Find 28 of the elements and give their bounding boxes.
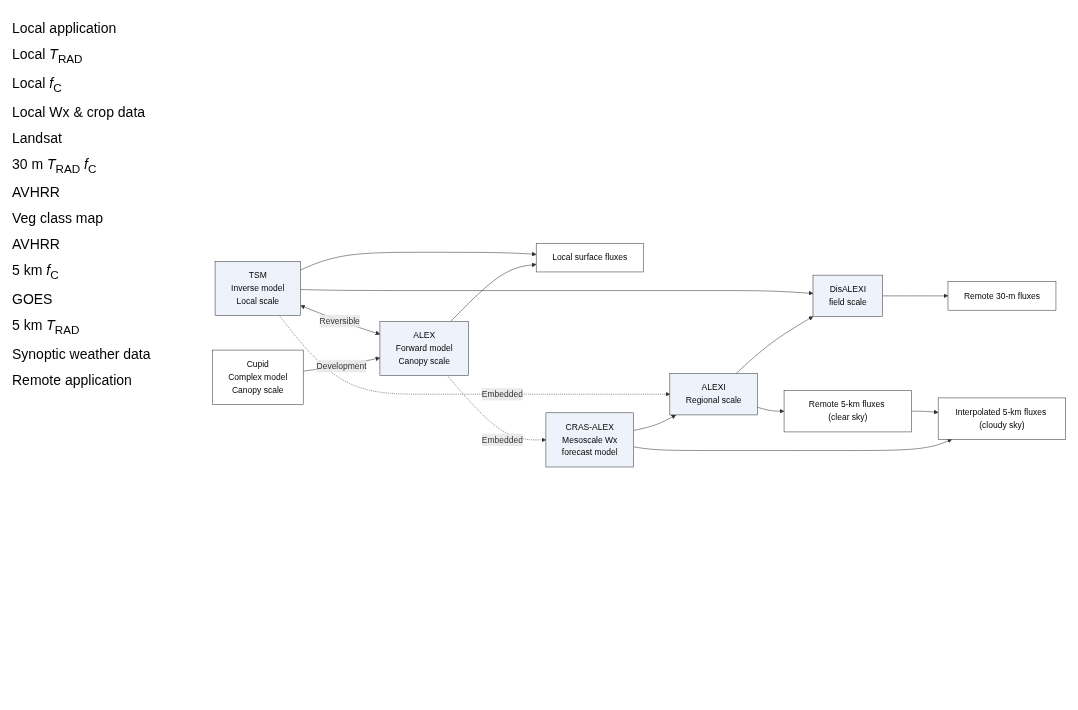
edge-label: Development	[316, 361, 367, 371]
node-box: Interpolated 5-km fluxes (cloudy sky)	[937, 397, 1066, 440]
note-label: GOES	[11, 290, 54, 310]
note-label: Local Wx & crop data	[11, 102, 147, 122]
note-label: 30 m T$_{RAD}$ f$_{C}$	[11, 154, 98, 177]
node-box: ALEX Forward model Canopy scale	[379, 321, 469, 376]
node-box: Remote 5-km fluxes (clear sky)	[783, 390, 912, 433]
node-box: Cupid Complex model Canopy scale	[212, 349, 304, 405]
note-label: Synoptic weather data	[11, 345, 152, 364]
note-label: Local application	[11, 19, 118, 38]
node-box: CRAS-ALEX Mesoscale Wx forecast model	[545, 412, 634, 468]
note-label: AVHRR	[11, 183, 61, 203]
node-box: ALEXI Regional scale	[669, 373, 758, 416]
note-label: AVHRR	[11, 235, 61, 255]
edge-label: Embedded	[481, 434, 523, 445]
edge-label: Embedded	[481, 389, 523, 399]
node-box: DisALEXI field scale	[812, 274, 883, 317]
node-box: Remote 30-m fluxes	[947, 281, 1057, 311]
node-box: TSM Inverse model Local scale	[214, 260, 301, 316]
note-label: Landsat	[11, 128, 63, 148]
note-label: Remote application	[11, 371, 133, 390]
note-label: Local T$_{RAD}$	[11, 45, 84, 67]
note-label: 5 km T$_{RAD}$	[11, 316, 81, 338]
note-label: 5 km f$_{C}$	[11, 261, 60, 284]
note-label: Veg class map	[11, 209, 105, 229]
node-box: Local surface fluxes	[535, 242, 644, 273]
edge-label: Reversible	[319, 316, 360, 326]
note-label: Local f$_{C}$	[11, 73, 63, 96]
